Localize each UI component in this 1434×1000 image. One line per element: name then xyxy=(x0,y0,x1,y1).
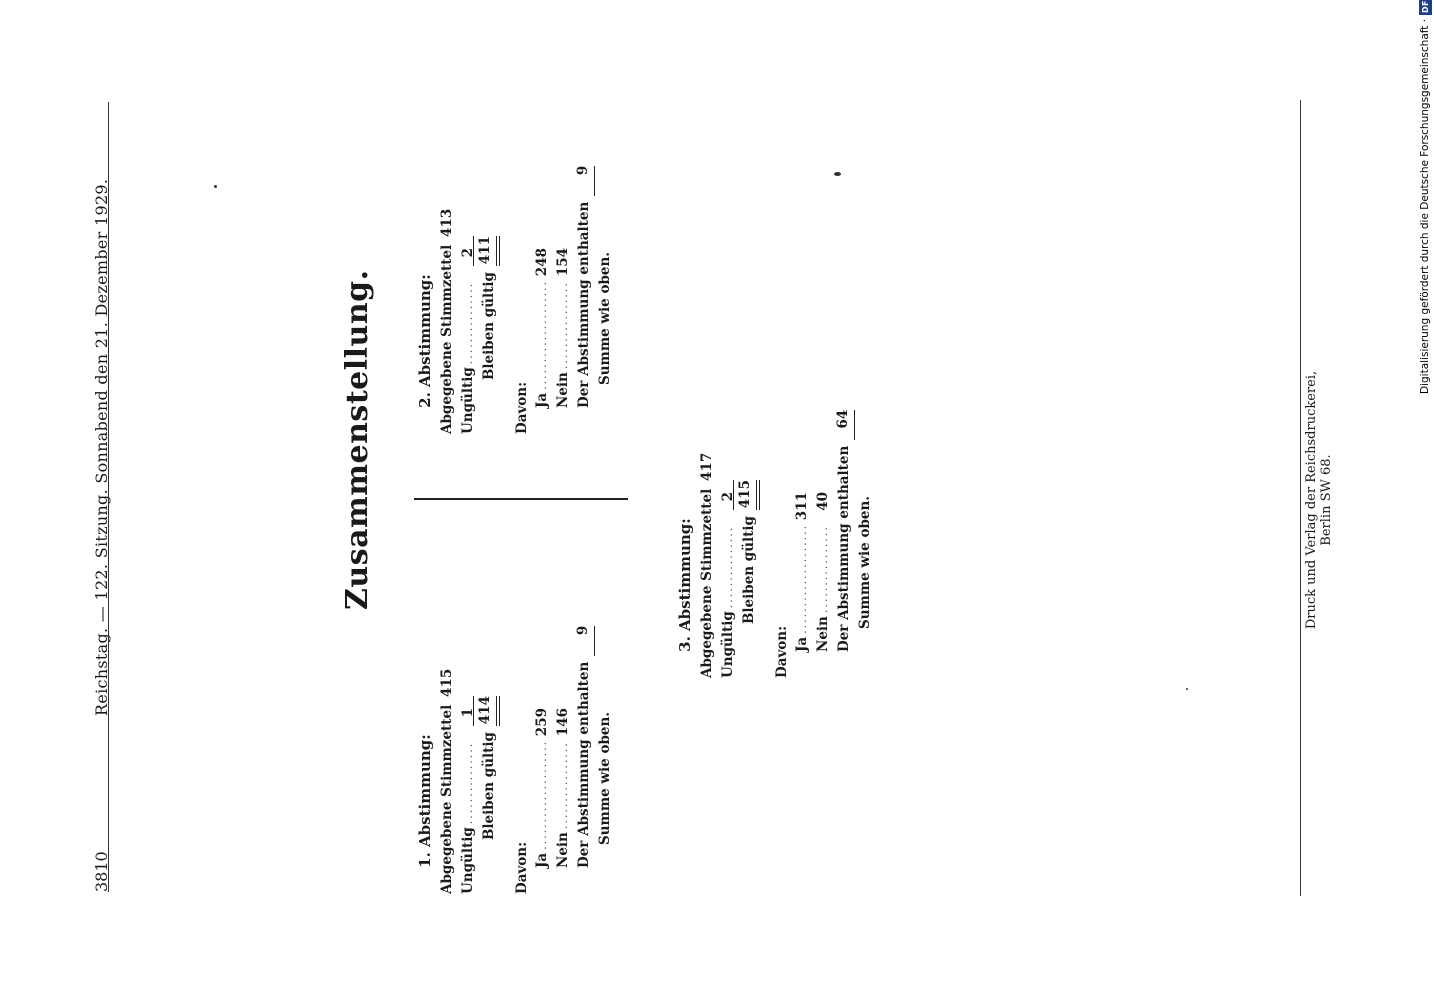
vote-block-1: 1. Abstimmung: Abgegebene Stimmzettel 41… xyxy=(416,625,616,894)
vote-heading: 3. Abstimmung: xyxy=(676,518,694,652)
header-rule xyxy=(108,102,109,892)
digitization-text: Digitalisierung gefördert durch die Deut… xyxy=(1419,18,1431,394)
summe-note: Summe wie oben. xyxy=(597,712,613,846)
row-label: Ja xyxy=(534,392,550,408)
leader-dots xyxy=(553,741,574,829)
davon-label: Davon: xyxy=(774,625,790,678)
row-ja: Ja 248 xyxy=(532,248,553,434)
leader-dots xyxy=(553,281,574,369)
row-ungueltig: Ungültig 1 xyxy=(458,708,479,894)
row-enthalten: Der Abstimmung enthalten 9 xyxy=(573,165,595,434)
dfg-logo: DFG xyxy=(1418,0,1432,15)
row-value: 411 xyxy=(473,236,500,266)
davon-label: Davon: xyxy=(514,841,530,894)
row-label: Nein xyxy=(555,372,571,408)
row-value: 9 xyxy=(573,625,595,656)
row-gueltig: Bleiben gültig 415 xyxy=(733,480,760,678)
summe-note: Summe wie oben. xyxy=(597,252,613,386)
page-title: Zusammenstellung. xyxy=(340,269,375,610)
row-label: Abgegebene Stimmzettel xyxy=(439,244,455,434)
row-label: Bleiben gültig xyxy=(481,272,497,380)
scan-speck xyxy=(834,172,841,176)
row-enthalten: Der Abstimmung enthalten 9 xyxy=(573,625,595,894)
leader-dots xyxy=(813,525,834,613)
row-label: Abgegebene Stimmzettel xyxy=(439,704,455,894)
leader-dots xyxy=(458,741,479,824)
footer-rule xyxy=(1300,100,1301,896)
row-label: Bleiben gültig xyxy=(481,732,497,840)
row-ungueltig: Ungültig 2 xyxy=(458,248,479,434)
row-value: 414 xyxy=(473,696,500,726)
summe-note: Summe wie oben. xyxy=(857,496,873,630)
row-label: Ja xyxy=(794,636,810,652)
row-label: Der Abstimmung enthalten xyxy=(836,445,852,652)
row-label: Nein xyxy=(555,832,571,868)
row-label: Ungültig xyxy=(460,367,476,434)
row-label: Ungültig xyxy=(720,611,736,678)
row-ja: Ja 311 xyxy=(792,492,813,678)
row-value: 417 xyxy=(699,452,715,481)
leader-dots xyxy=(532,741,553,850)
vote-block-3: 3. Abstimmung: Abgegebene Stimmzettel 41… xyxy=(676,409,876,678)
digitization-credit: Digitalisierung gefördert durch die Deut… xyxy=(1418,0,1432,394)
row-value: 64 xyxy=(833,409,855,440)
leader-dots xyxy=(792,525,813,634)
printer-imprint: Druck und Verlag der Reichsdruckerei, Be… xyxy=(1304,370,1334,630)
row-label: Der Abstimmung enthalten xyxy=(576,201,592,408)
scan-speck xyxy=(1186,688,1188,690)
row-abgegeben: Abgegebene Stimmzettel 415 xyxy=(437,669,458,894)
row-value: 248 xyxy=(534,248,550,277)
row-value: 40 xyxy=(815,492,831,511)
davon-label: Davon: xyxy=(514,381,530,434)
page-header: 3810 Reichstag. — 122. Sitzung. Sonnaben… xyxy=(92,102,114,892)
row-nein: Nein 146 xyxy=(553,708,574,894)
row-value: 413 xyxy=(439,208,455,237)
row-abgegeben: Abgegebene Stimmzettel 413 xyxy=(437,209,458,434)
row-gueltig: Bleiben gültig 411 xyxy=(473,236,500,434)
row-label: Bleiben gültig xyxy=(741,516,757,624)
row-label: Ja xyxy=(534,852,550,868)
row-value: 146 xyxy=(555,708,571,737)
row-gueltig: Bleiben gültig 414 xyxy=(473,696,500,894)
row-value: 415 xyxy=(439,668,455,697)
row-ungueltig: Ungültig 2 xyxy=(718,492,739,678)
vote-heading: 2. Abstimmung: xyxy=(416,274,434,408)
row-nein: Nein 154 xyxy=(553,248,574,434)
vote-block-2: 2. Abstimmung: Abgegebene Stimmzettel 41… xyxy=(416,165,616,434)
row-label: Der Abstimmung enthalten xyxy=(576,661,592,868)
row-value: 259 xyxy=(534,708,550,737)
leader-dots xyxy=(532,281,553,390)
column-separator xyxy=(414,498,628,500)
row-label: Nein xyxy=(815,616,831,652)
leader-dots xyxy=(458,281,479,364)
row-abgegeben: Abgegebene Stimmzettel 417 xyxy=(697,453,718,678)
row-value: 311 xyxy=(794,492,810,521)
row-label: Ungültig xyxy=(460,827,476,894)
row-nein: Nein 40 xyxy=(813,492,834,678)
row-value: 415 xyxy=(733,480,760,510)
row-enthalten: Der Abstimmung enthalten 64 xyxy=(833,409,855,678)
row-value: 9 xyxy=(573,165,595,196)
row-label: Abgegebene Stimmzettel xyxy=(699,488,715,678)
row-value: 154 xyxy=(555,248,571,277)
scan-speck xyxy=(214,185,217,188)
vote-heading: 1. Abstimmung: xyxy=(416,734,434,868)
leader-dots xyxy=(718,525,739,608)
row-ja: Ja 259 xyxy=(532,708,553,894)
